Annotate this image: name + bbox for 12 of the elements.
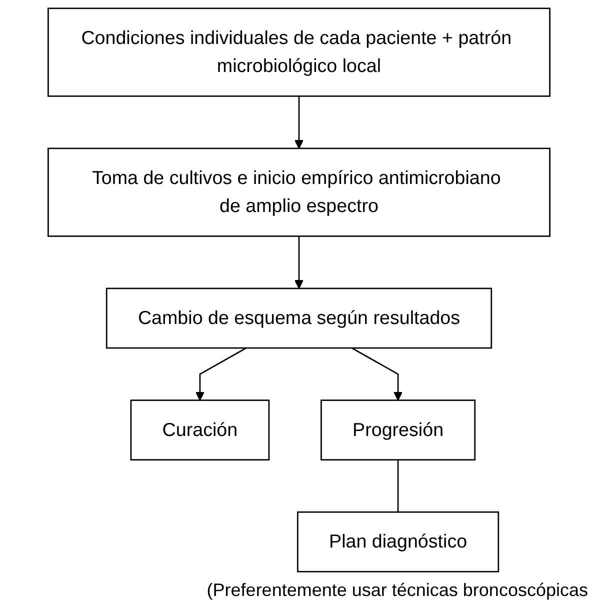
note-text: (Preferentemente usar técnicas broncoscópicas: [206, 580, 588, 601]
node-box: Curación: [130, 400, 270, 460]
node-box: Toma de cultivos e inicio empírico antimicrobiano de amplio espectro: [48, 148, 550, 237]
node-box: Progresión: [320, 400, 476, 460]
connector: [397, 460, 399, 512]
node-box: Plan diagnóstico: [297, 511, 500, 572]
arrow: [195, 347, 247, 401]
arrow: [294, 236, 304, 289]
node-box: Condiciones individuales de cada paciente + patrón microbiológico local: [48, 8, 550, 97]
node-box: Cambio de esquema según resultados: [106, 288, 492, 349]
arrow: [351, 347, 403, 401]
arrow: [294, 96, 304, 149]
